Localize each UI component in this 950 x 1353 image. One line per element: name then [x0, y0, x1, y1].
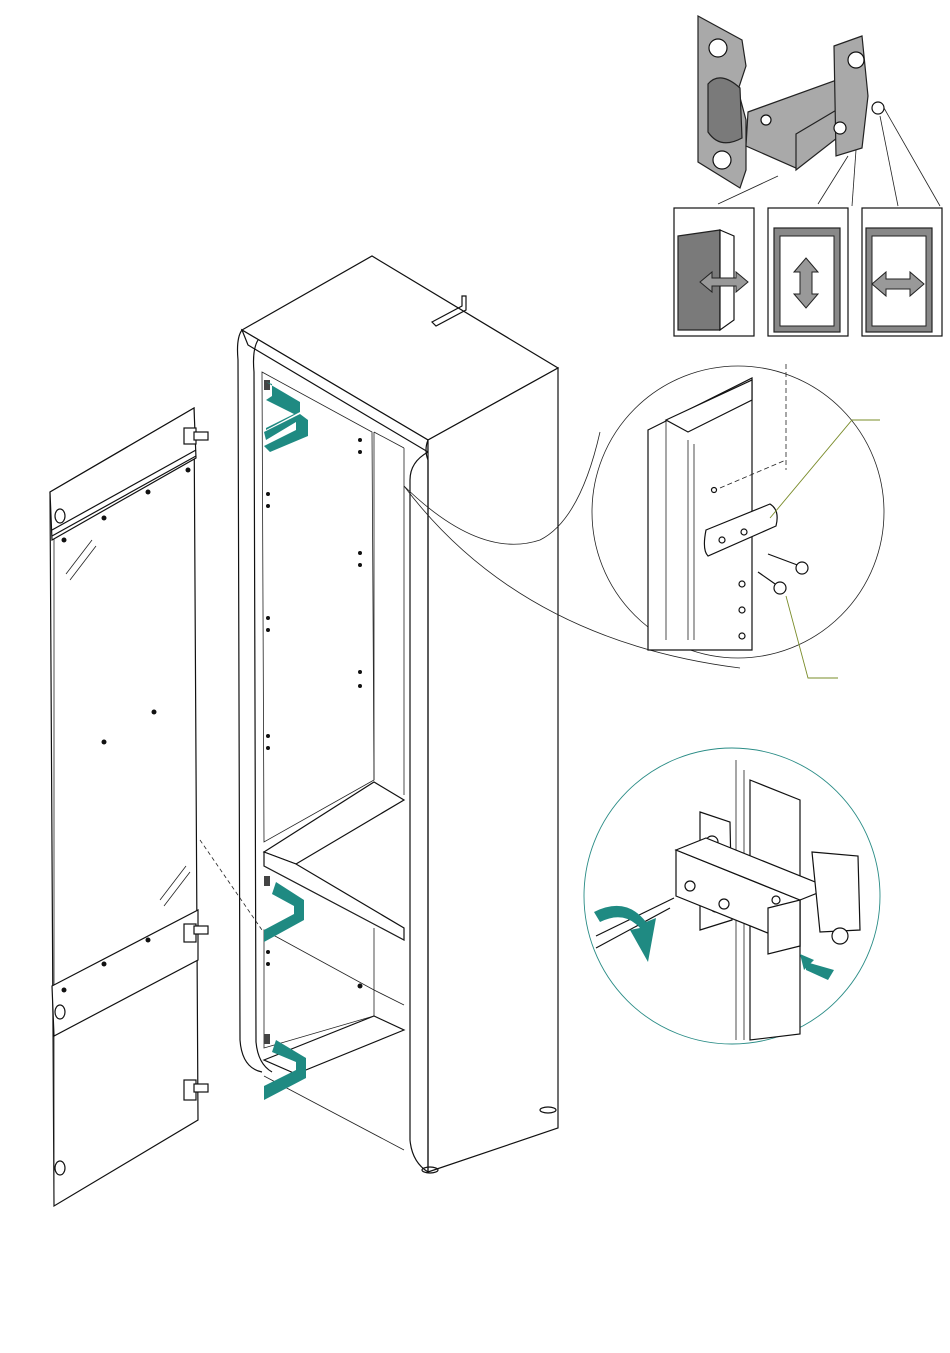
screw-2	[758, 572, 786, 594]
adjustment-height-box	[768, 208, 848, 336]
hinge-detail	[698, 16, 884, 188]
screw-1	[768, 554, 808, 574]
door-hinge-middle	[184, 924, 208, 942]
door-hinge-bottom	[184, 1080, 208, 1100]
door-hinge-top	[184, 428, 208, 444]
rotate-arrow-icon	[594, 906, 656, 962]
mount-arrow-middle	[264, 882, 304, 942]
cabinet-mounting-plates	[264, 380, 270, 1044]
glass-door	[50, 408, 208, 1206]
mount-arrow-top	[264, 382, 308, 452]
hinge-adjust-zoom	[584, 748, 880, 1044]
adjustment-depth-box	[674, 208, 754, 336]
adjustment-side-box	[862, 208, 942, 336]
push-arrow-icon	[800, 954, 834, 980]
